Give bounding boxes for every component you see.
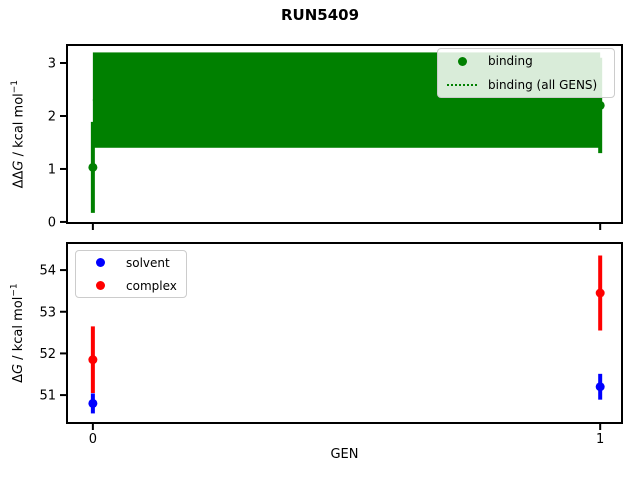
y-tick-label: 2 [48, 109, 56, 124]
binding-point [88, 162, 98, 172]
y-tick-label: 3 [48, 57, 56, 72]
y-tick-label: 54 [39, 264, 56, 279]
top-y-axis-label: ΔΔG / kcal mol−1 [4, 45, 32, 223]
complex-point [88, 355, 98, 365]
figure-title: RUN5409 [280, 6, 360, 24]
unit-text: / kcal mol [11, 93, 27, 161]
legend-label: complex [126, 278, 177, 293]
legend-item-complex: complex [76, 275, 186, 297]
delta-delta-prefix: ΔΔ [11, 170, 27, 189]
unit-exponent: −1 [9, 283, 20, 297]
axes-spines [66, 242, 623, 424]
y-tick-label: 53 [39, 305, 56, 320]
g-variable: G [11, 160, 27, 171]
y-tick-label: 52 [39, 347, 56, 362]
legend-marker-cell [82, 281, 118, 290]
binding-legend: binding binding (all GENS) [437, 48, 615, 98]
bottom-y-axis-label: ΔG / kcal mol−1 [4, 243, 32, 423]
x-tick-label: 0 [89, 432, 97, 447]
legend-marker-cell [82, 258, 118, 267]
axes-spines [66, 44, 623, 224]
legend-marker-cell [444, 84, 480, 86]
legend-item-binding: binding [438, 50, 614, 72]
x-axis-label: GEN [330, 447, 359, 462]
delta-prefix: Δ [11, 373, 27, 383]
binding-dot-icon [457, 56, 467, 66]
y-tick-label: 1 [48, 162, 56, 177]
complex-dot-icon [95, 281, 105, 290]
legend-label: binding (all GENS) [488, 78, 598, 92]
complex-point [595, 288, 605, 298]
solvent-point [88, 398, 98, 408]
g-variable: G [11, 363, 27, 374]
unit-text: / kcal mol [11, 296, 27, 364]
legend-label: solvent [126, 255, 170, 270]
legend-marker-cell [444, 56, 480, 66]
bottom-axes: 51 52 53 54 0 1 [39, 242, 623, 447]
legend-item-binding-all-gens: binding (all GENS) [438, 74, 614, 96]
dg-legend: solvent complex [75, 250, 187, 298]
x-tick-label: 1 [596, 432, 604, 447]
unit-exponent: −1 [9, 79, 20, 94]
y-tick-label: 51 [39, 389, 56, 404]
legend-label: binding [488, 54, 533, 68]
solvent-dot-icon [95, 258, 105, 267]
y-tick-label: 0 [48, 215, 56, 230]
dotted-line-icon [447, 84, 477, 86]
solvent-point [595, 382, 605, 392]
legend-item-solvent: solvent [76, 252, 186, 274]
